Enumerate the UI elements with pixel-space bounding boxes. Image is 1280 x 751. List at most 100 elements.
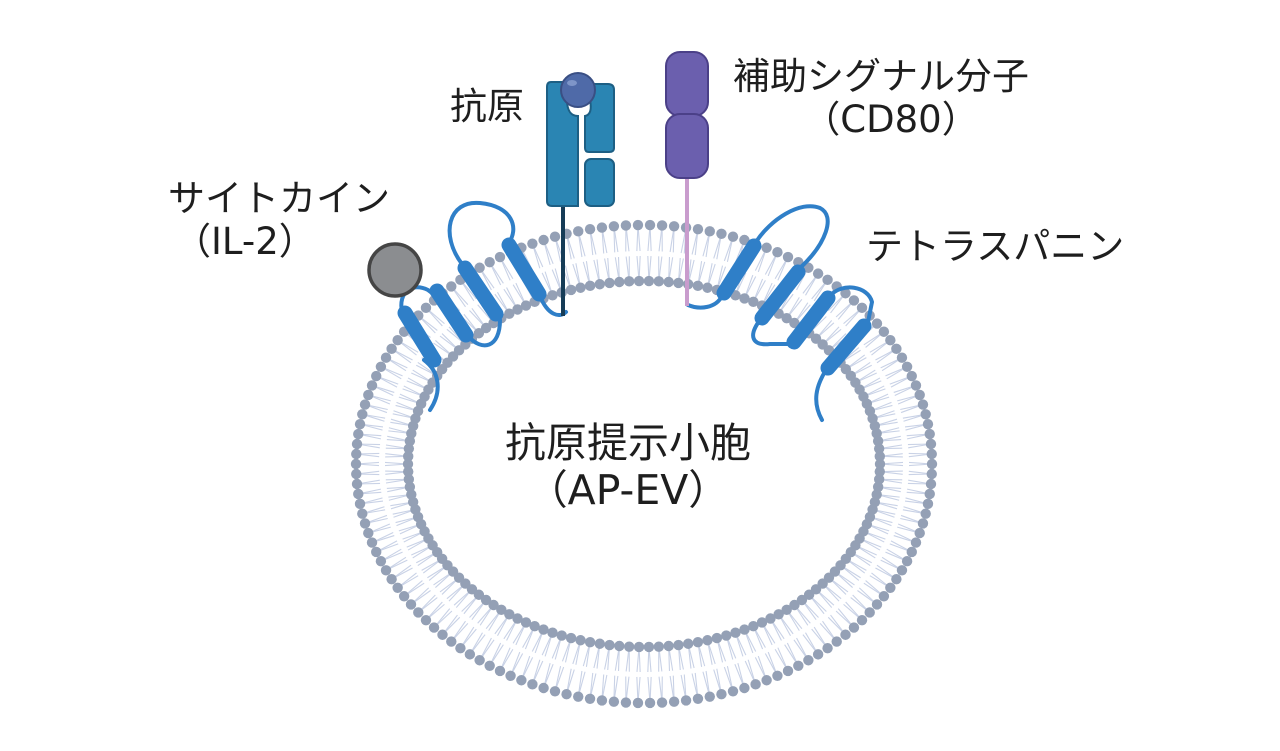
lipid-head-outer bbox=[856, 614, 868, 626]
lipid-head-inner bbox=[480, 594, 492, 606]
lipid-head-outer bbox=[906, 546, 917, 558]
lipid-head-outer bbox=[538, 234, 549, 246]
tetraspanin-left-helix-4 bbox=[501, 237, 547, 302]
antigen-sphere-highlight bbox=[567, 80, 577, 86]
lipid-head-inner bbox=[584, 280, 596, 292]
lipid-head-outer bbox=[878, 591, 890, 602]
lipid-head-inner bbox=[614, 276, 625, 288]
lipid-head-inner bbox=[403, 474, 415, 485]
lipid-head-inner bbox=[575, 282, 586, 293]
lipid-head-outer bbox=[716, 228, 727, 240]
lipid-head-inner bbox=[711, 632, 723, 644]
lipid-head-outer bbox=[822, 274, 833, 286]
lipid-head-outer bbox=[926, 448, 937, 460]
tetraspanin-right-loops bbox=[686, 204, 875, 422]
lipid-head-outer bbox=[437, 629, 448, 640]
tetraspanin-left-helix-3 bbox=[457, 260, 504, 322]
lipid-head-inner bbox=[874, 458, 886, 470]
lipid-head-outer bbox=[357, 508, 368, 519]
lipid-head-outer bbox=[371, 370, 382, 382]
lipid-head-outer bbox=[359, 518, 371, 529]
lipid-head-outer bbox=[474, 262, 485, 273]
lipid-head-outer bbox=[727, 686, 739, 697]
lipid-head-inner bbox=[623, 276, 635, 287]
lipid-head-outer bbox=[739, 234, 750, 246]
tetraspanin-left-helix-1 bbox=[397, 305, 442, 368]
lipid-head-outer bbox=[782, 665, 794, 677]
lipid-head-outer bbox=[428, 622, 440, 633]
lipid-head-outer bbox=[906, 370, 917, 382]
lipid-head-inner bbox=[604, 639, 615, 651]
costim-label-sub: （CD80） bbox=[803, 97, 979, 141]
lipid-head-outer bbox=[668, 221, 680, 232]
lipid-head-outer bbox=[446, 281, 457, 292]
lipid-head-inner bbox=[623, 641, 635, 652]
lipid-head-outer bbox=[353, 488, 364, 500]
antigen-label: 抗原 bbox=[450, 85, 524, 129]
lipid-head-inner bbox=[765, 613, 776, 624]
lipid-head-outer bbox=[392, 582, 403, 594]
lipid-head-inner bbox=[520, 300, 532, 311]
lipid-head-outer bbox=[366, 380, 378, 391]
lipid-head-inner bbox=[402, 458, 414, 470]
antigen-label-main: 抗原 bbox=[450, 85, 524, 128]
lipid-head-inner bbox=[633, 641, 645, 653]
lipid-head-outer bbox=[455, 642, 466, 654]
antigen-receptor-right-chain-lower bbox=[584, 158, 615, 207]
lipid-head-inner bbox=[873, 443, 885, 454]
lipid-head-inner bbox=[748, 296, 759, 308]
cytokine-label-sub: （IL-2） bbox=[174, 219, 316, 263]
lipid-head-outer bbox=[803, 655, 814, 666]
lipid-head-outer bbox=[901, 361, 913, 372]
lipid-head-outer bbox=[608, 696, 620, 707]
cd80-lobe-lower bbox=[665, 113, 709, 179]
lipid-head-outer bbox=[380, 565, 392, 576]
lipid-head-outer bbox=[351, 448, 362, 460]
lipid-head-inner bbox=[556, 630, 567, 641]
lipid-head-inner bbox=[512, 304, 523, 315]
lipid-head-outer bbox=[620, 220, 632, 231]
vesicle-label-main: 抗原提示小胞 bbox=[505, 419, 751, 467]
lipid-head-inner bbox=[721, 630, 732, 641]
lipid-head-outer bbox=[885, 334, 896, 346]
tetraspanin-left-helix-2 bbox=[429, 283, 474, 343]
lipid-head-inner bbox=[512, 613, 523, 624]
lipid-head-outer bbox=[891, 573, 902, 585]
lipid-head-inner bbox=[803, 589, 815, 600]
lipid-head-inner bbox=[673, 277, 684, 289]
antigen-receptor-right-chain-upper bbox=[584, 83, 615, 153]
lipid-head-inner bbox=[692, 280, 704, 292]
lipid-head-outer bbox=[596, 695, 608, 706]
cytokine-label: サイトカイン （IL-2） bbox=[168, 177, 390, 263]
lipid-head-outer bbox=[474, 655, 485, 666]
lipid-head-outer bbox=[922, 498, 934, 510]
cytokine-label-main: サイトカイン bbox=[168, 177, 390, 220]
lipid-head-outer bbox=[484, 660, 495, 671]
lipid-head-outer bbox=[632, 697, 644, 709]
lipid-head-outer bbox=[864, 607, 875, 618]
lipid-head-inner bbox=[702, 635, 713, 646]
lipid-head-outer bbox=[386, 343, 397, 355]
lipid-head-outer bbox=[359, 399, 371, 410]
lipid-head-inner bbox=[496, 604, 507, 615]
lipid-head-outer bbox=[494, 251, 506, 263]
lipid-head-inner bbox=[520, 617, 532, 628]
lipid-head-outer bbox=[831, 636, 842, 647]
lipid-head-outer bbox=[357, 409, 368, 420]
lipid-head-outer bbox=[848, 622, 860, 633]
lipid-head-outer bbox=[366, 537, 378, 548]
lipid-head-inner bbox=[594, 638, 605, 649]
lipid-head-outer bbox=[716, 688, 727, 700]
lipid-head-outer bbox=[856, 302, 868, 314]
lipid-head-outer bbox=[910, 380, 922, 391]
tetraspanin-right-helix-2 bbox=[754, 264, 806, 326]
lipid-head-inner bbox=[403, 443, 415, 454]
lipid-head-outer bbox=[350, 458, 362, 470]
lipid-head-outer bbox=[750, 679, 761, 690]
lipid-head-outer bbox=[840, 288, 851, 299]
lipid-head-outer bbox=[926, 458, 938, 470]
lipid-head-outer bbox=[822, 642, 833, 654]
lipid-head-inner bbox=[739, 624, 750, 635]
lipid-head-inner bbox=[473, 328, 485, 339]
